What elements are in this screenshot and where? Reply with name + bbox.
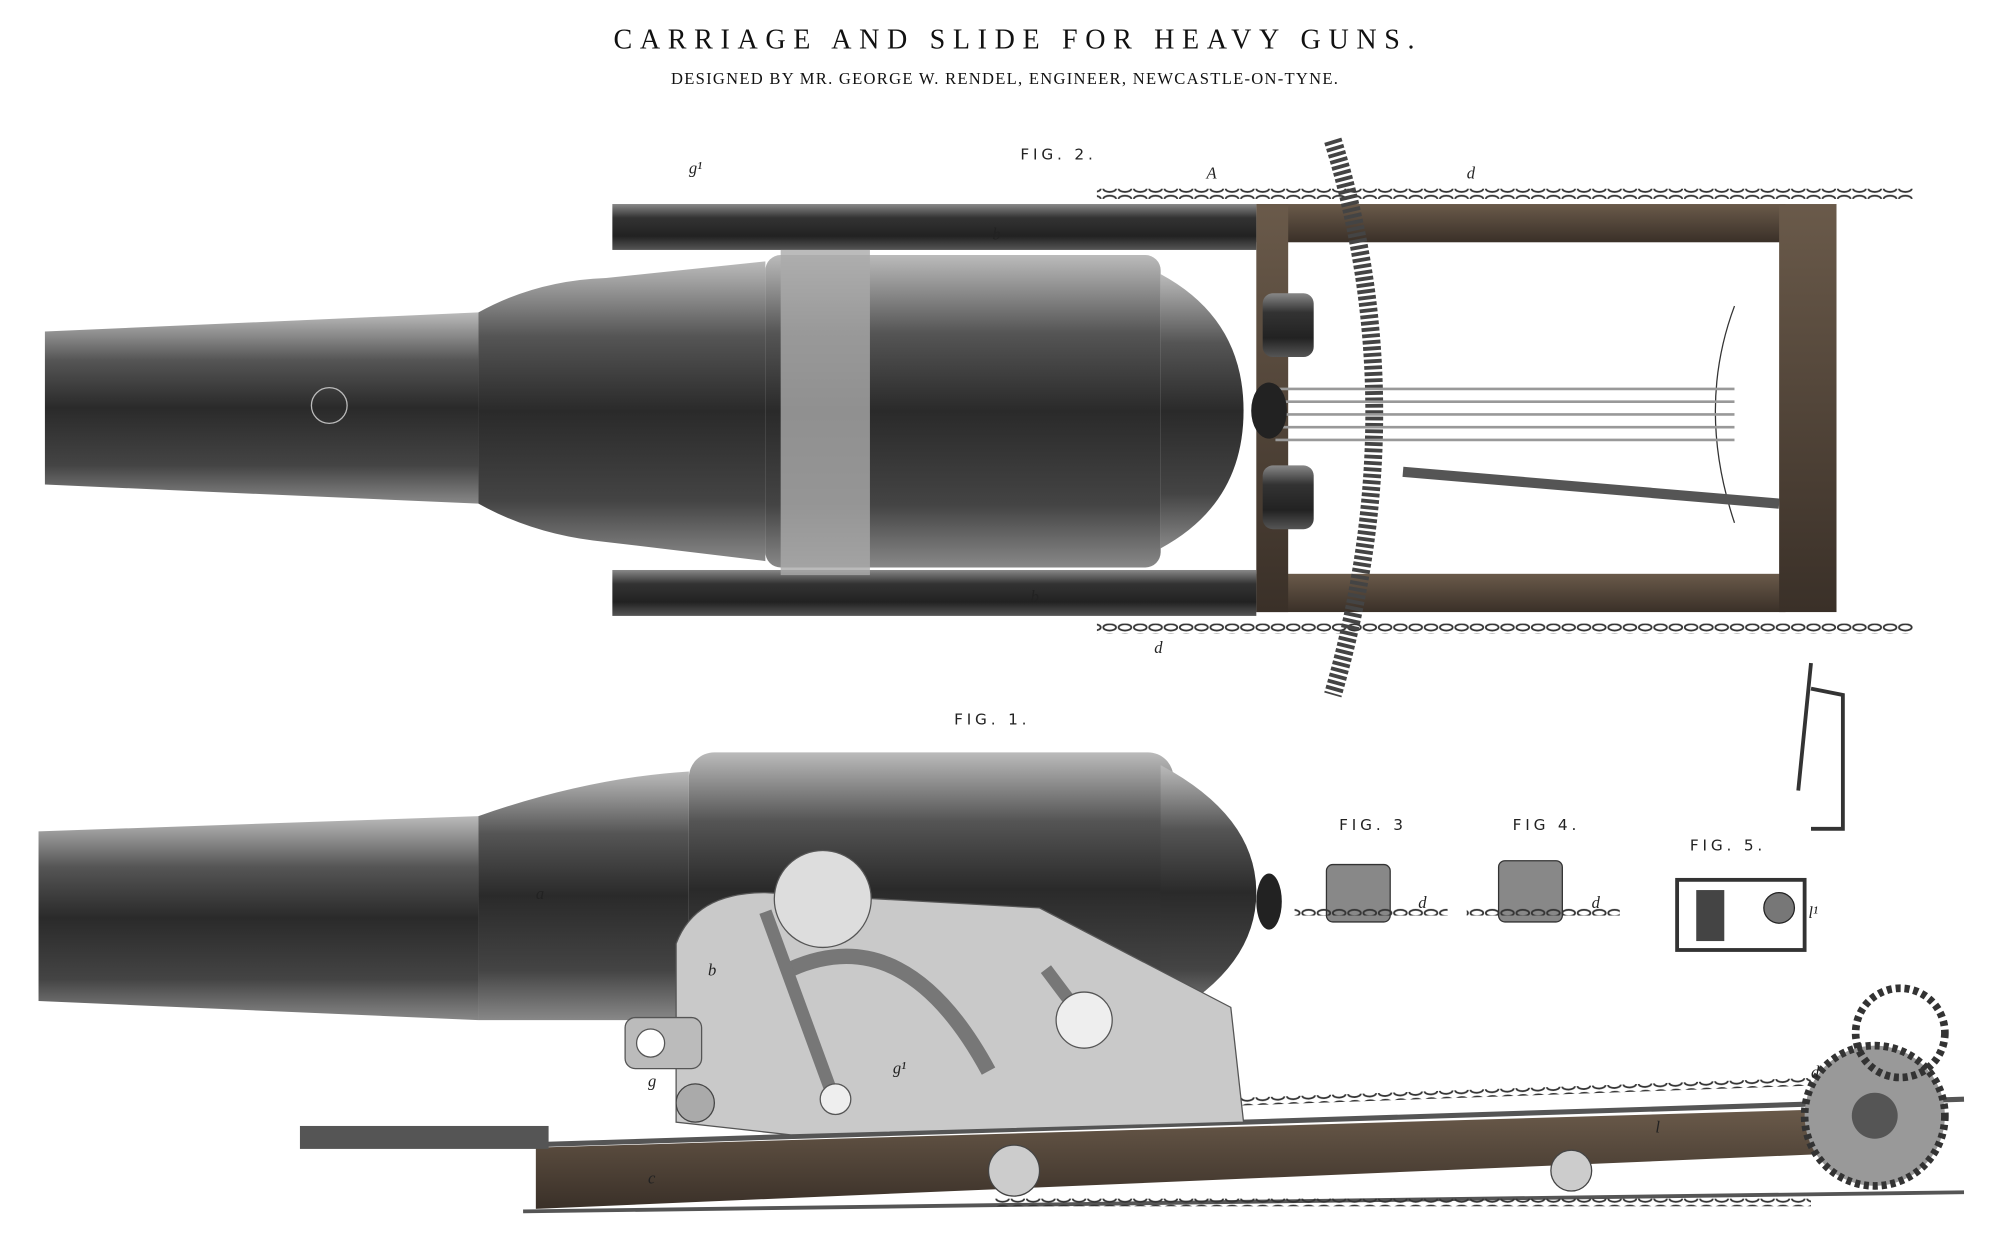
label-a: a (536, 884, 544, 903)
shaft (1402, 466, 1780, 509)
fig-1-label: FIG. 1. (954, 710, 1030, 728)
fig-5-detail: FIG. 5. l¹ (1675, 837, 1818, 952)
label-d: d (1811, 1063, 1820, 1082)
carriage-wheel (1055, 991, 1113, 1049)
slide-body (535, 1109, 1824, 1209)
label-c: c (648, 1168, 656, 1187)
label-d: d (1467, 164, 1476, 183)
cascabel-plan (1160, 274, 1244, 549)
fig-4-label: FIG 4. (1513, 816, 1581, 834)
label-g: g¹ (893, 1059, 906, 1078)
trunnion-band (780, 249, 870, 576)
label-b: b (992, 225, 1000, 244)
vent-mark (310, 387, 348, 424)
label-l1: l¹ (1808, 903, 1818, 922)
label-b: b (708, 960, 716, 979)
roller-wheel (1550, 1149, 1593, 1192)
slide-frame (1256, 204, 1837, 613)
chain-bottom (1096, 623, 1914, 634)
label-d: d (1592, 893, 1601, 912)
fig-3-label: FIG. 3 (1339, 816, 1407, 834)
compressor-bars (1275, 387, 1735, 442)
label-d: d (1418, 893, 1427, 912)
carriage-bracket-bottom (612, 569, 1257, 616)
carriage-bracket-top (612, 204, 1257, 250)
fig-2-label: FIG. 2. (1020, 145, 1096, 163)
gun-reinforce (478, 771, 689, 1021)
label-g: g (648, 1071, 656, 1090)
fig-2-plan-view: FIG. 2. b (44, 137, 1914, 831)
handle (1796, 662, 1813, 791)
cascabel (1160, 765, 1257, 1021)
label-g: g¹ (689, 158, 702, 177)
gun-chase-plan (44, 312, 479, 504)
cascabel-knob (1256, 873, 1282, 930)
label-d: d (1154, 638, 1163, 657)
chain-lower (994, 1198, 1811, 1207)
gun-reinforce-plan (478, 261, 766, 562)
elevating-disc (773, 849, 872, 949)
fig-5-label: FIG. 5. (1690, 837, 1766, 855)
roller (1262, 465, 1314, 530)
gun-chase (38, 816, 479, 1021)
gear-hub (1851, 1092, 1898, 1139)
chain-top (1096, 188, 1914, 199)
drawing-title: CARRIAGE AND SLIDE FOR HEAVY GUNS. (614, 24, 1423, 55)
label-l: l (1655, 1117, 1660, 1136)
fig-3-detail: FIG. 3 d (1294, 816, 1448, 923)
cascabel-knob (1251, 382, 1287, 439)
traversing-rack (1324, 137, 1384, 698)
label-b: b (1031, 587, 1039, 606)
fig-4-detail: FIG 4. d (1466, 816, 1620, 923)
roller-wheel (987, 1144, 1041, 1197)
pinion (1851, 984, 1949, 1082)
roller (1262, 293, 1314, 358)
fig-1-elevation: FIG. 1. a b g¹ g d c l (38, 710, 1965, 1214)
drawing-subtitle: DESIGNED BY MR. GEORGE W. RENDEL, ENGINE… (671, 69, 1339, 88)
scale-strip (299, 1125, 549, 1149)
elevating-arc (787, 948, 996, 1075)
label-A: A (1206, 164, 1218, 183)
